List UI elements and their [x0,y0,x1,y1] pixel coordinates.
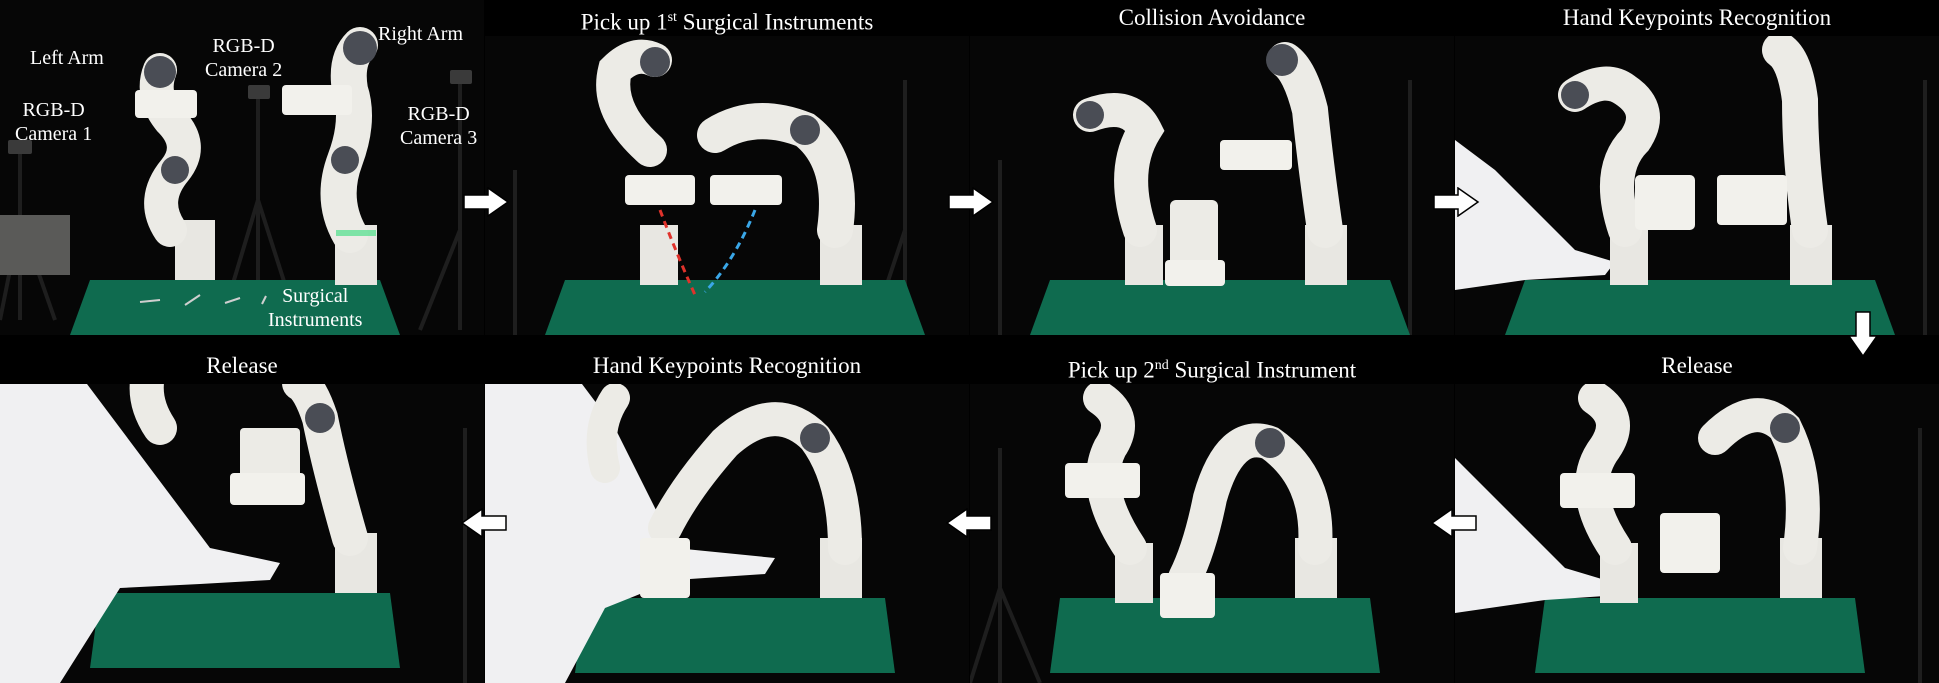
label-left-arm: Left Arm [30,47,104,69]
human-arm [1455,140,1615,290]
scene-release-1 [1455,381,1939,683]
scene-release-2 [0,348,484,683]
label-camera-1: RGB-D Camera 1 [15,99,93,145]
human-arm [485,348,775,683]
arrow-left-icon [945,508,992,538]
scene-setup [0,0,484,335]
panel-title: Release [1455,348,1939,384]
arrow-right-icon [1433,187,1480,217]
label-camera-3: RGB-D Camera 3 [400,103,478,149]
panel-pick-up-1st: Pick up 1st Surgical Instruments [485,0,969,335]
panel-release-1: Release [1455,348,1939,683]
label-right-arm: Right Arm [378,23,464,45]
scene-pick-up-2nd [970,381,1454,683]
panel-collision-avoidance: Collision Avoidance [970,0,1454,335]
panel-title: Collision Avoidance [970,0,1454,36]
scene-hand-keypoints-2 [485,348,969,683]
panel-title: Hand Keypoints Recognition [1455,0,1939,36]
arrow-down-icon [1848,311,1878,358]
arrow-right-icon [463,187,510,217]
label-surgical-instruments: Surgical Instruments [268,285,363,331]
panel-release-2: Release [0,348,484,683]
panel-pick-up-2nd: Pick up 2nd Surgical Instrument [970,348,1454,683]
scene-pick-up-1st [485,36,969,335]
panel-title: Hand Keypoints Recognition [485,348,969,384]
label-camera-2: RGB-D Camera 2 [205,35,283,81]
human-arm [1455,458,1615,613]
human-arm [0,348,280,683]
scene-collision-avoidance [970,36,1454,335]
arrow-left-icon [1430,508,1477,538]
panel-hand-keypoints-1: Hand Keypoints Recognition [1455,0,1939,335]
arrow-left-icon [460,508,507,538]
panel-title: Release [0,348,484,384]
trajectory-blue [703,209,757,294]
left-robot-arm [135,53,215,280]
scene-hand-keypoints-1 [1455,32,1939,335]
arrow-right-icon [948,187,995,217]
camera-3-body [450,70,472,84]
panel-hand-keypoints-2: Hand Keypoints Recognition [485,348,969,683]
panel-title: Pick up 2nd Surgical Instrument [970,348,1454,384]
right-robot-arm [282,27,378,285]
camera-1-body [8,140,32,154]
camera-2-body [248,85,270,99]
panel-setup: Left Arm RGB-D Camera 1 RGB-D Camera 2 R… [0,0,484,335]
panel-title: Pick up 1st Surgical Instruments [485,0,969,36]
green-table [70,280,400,335]
